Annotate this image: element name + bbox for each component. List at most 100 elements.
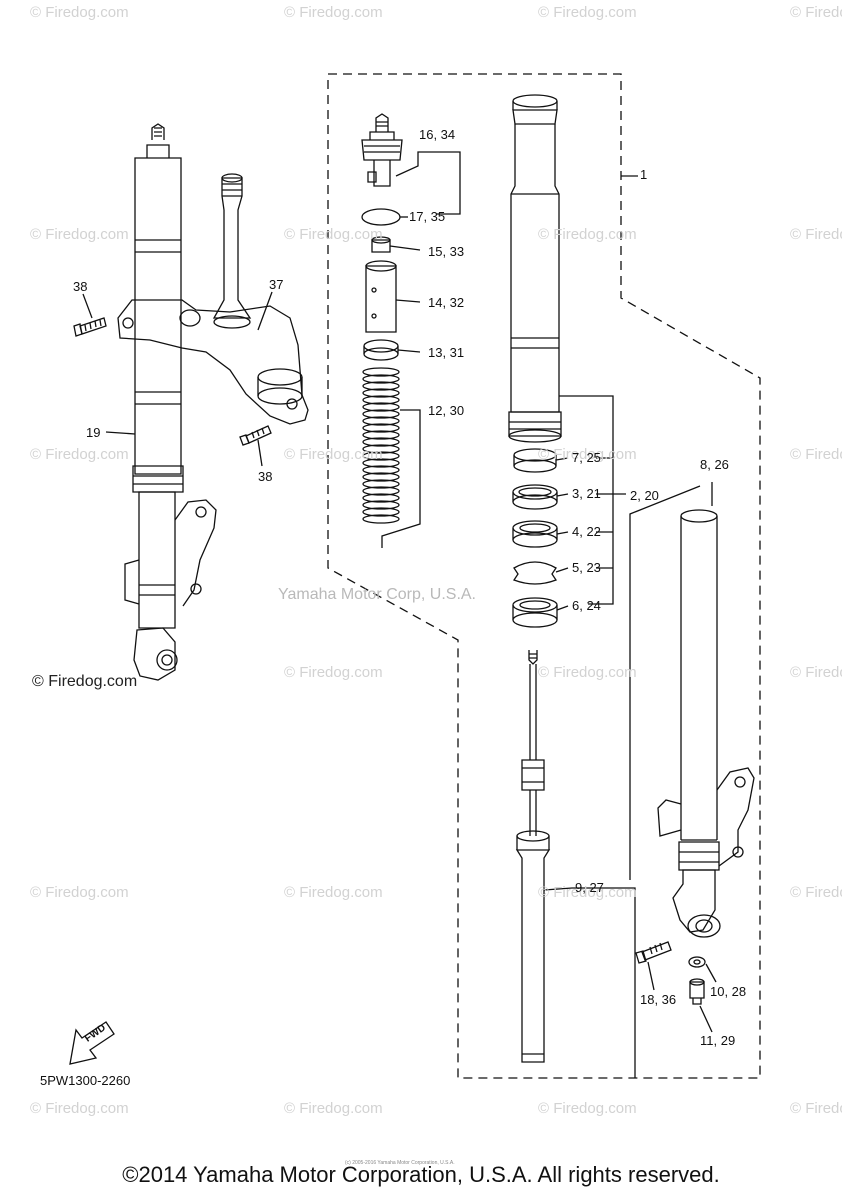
callout-15-33: 15, 33 bbox=[428, 244, 465, 259]
callout-19: 19 bbox=[86, 425, 101, 440]
spring-coil bbox=[362, 367, 400, 377]
bolt-38-upper bbox=[73, 317, 107, 337]
spring-coil bbox=[362, 500, 400, 510]
leader-5-23 bbox=[555, 567, 613, 573]
nut-15-33 bbox=[371, 236, 391, 253]
outer-tube-1 bbox=[508, 94, 562, 443]
callout-9-27: 9, 27 bbox=[575, 880, 604, 895]
watermark: © Firedog.com bbox=[284, 226, 383, 243]
diagram-part-code: 5PW1300-2260 bbox=[40, 1073, 131, 1088]
callout-10-28: 10, 28 bbox=[710, 984, 747, 999]
watermark: © Firedog.com bbox=[30, 884, 129, 901]
leader-15-33 bbox=[389, 245, 421, 251]
watermark: © Firedog.com bbox=[538, 4, 637, 21]
callout-2-20: 2, 20 bbox=[630, 488, 659, 503]
watermark: © Firedog.com bbox=[790, 226, 842, 243]
spring-coil bbox=[362, 381, 400, 391]
tiny-copyright: (c) 2005-2016 Yamaha Motor Corporation, … bbox=[345, 1160, 455, 1166]
watermark: © Firedog.com bbox=[538, 884, 637, 901]
callout-37: 37 bbox=[269, 277, 284, 292]
spring-coil bbox=[362, 388, 400, 398]
copyright-footer: ©2014 Yamaha Motor Corporation, U.S.A. A… bbox=[122, 1162, 720, 1187]
leader-12-30 bbox=[381, 409, 421, 548]
leader-4-22 bbox=[556, 531, 613, 535]
leader-8-26-box bbox=[629, 485, 701, 880]
callout-18-36: 18, 36 bbox=[640, 992, 677, 1007]
watermark: © Firedog.com bbox=[538, 664, 637, 681]
watermark: © Firedog.com bbox=[790, 4, 842, 21]
watermark: © Firedog.com bbox=[284, 1100, 383, 1117]
leader-2-20 bbox=[559, 395, 614, 605]
leader-13-31 bbox=[397, 349, 421, 353]
washer-4-22 bbox=[512, 520, 558, 548]
leader-18-36 bbox=[647, 961, 655, 991]
leader-38-upper bbox=[82, 293, 93, 319]
watermark: © Firedog.com bbox=[30, 1100, 129, 1117]
leader-11-29 bbox=[699, 1005, 713, 1033]
leader-6-24 bbox=[556, 605, 569, 611]
spring-coil bbox=[362, 416, 400, 426]
spring-coil bbox=[362, 374, 400, 384]
bushing-7-25 bbox=[513, 448, 557, 473]
leader-16-34 bbox=[395, 151, 461, 215]
fwd-arrow bbox=[69, 1021, 115, 1065]
spring-coil bbox=[362, 479, 400, 489]
callout-12-30: 12, 30 bbox=[428, 403, 465, 418]
watermark: © Firedog.com bbox=[790, 446, 842, 463]
callout-5-23: 5, 23 bbox=[572, 560, 601, 575]
callout-7-25: 7, 25 bbox=[572, 450, 601, 465]
leader-19 bbox=[105, 431, 136, 435]
drain-bolt-11-29 bbox=[689, 978, 705, 1005]
exploded-group-outline bbox=[327, 73, 761, 1079]
spring-coil bbox=[362, 444, 400, 454]
watermark: © Firedog.com bbox=[790, 884, 842, 901]
callout-14-32: 14, 32 bbox=[428, 295, 465, 310]
watermark: © Firedog.com bbox=[284, 4, 383, 21]
callout-17-35: 17, 35 bbox=[409, 209, 446, 224]
spring-coil bbox=[362, 451, 400, 461]
spring-coil bbox=[362, 507, 400, 517]
callout-1: 1 bbox=[640, 167, 648, 182]
spring-coil bbox=[362, 486, 400, 496]
watermark: © Firedog.com bbox=[30, 446, 129, 463]
spring-coil bbox=[362, 402, 400, 412]
leader-10-28 bbox=[705, 963, 717, 983]
washer-13-31 bbox=[363, 339, 399, 361]
callout-8-26: 8, 26 bbox=[700, 457, 729, 472]
watermark: © Firedog.com bbox=[790, 1100, 842, 1117]
callout-16-34: 16, 34 bbox=[419, 127, 456, 142]
spring-coil bbox=[362, 458, 400, 468]
callout-4-22: 4, 22 bbox=[572, 524, 601, 539]
center-watermark: Yamaha Motor Corp, U.S.A. bbox=[278, 586, 476, 603]
leader-7-25 bbox=[555, 457, 613, 461]
leader-9-27 bbox=[543, 887, 636, 1078]
damper-rod-9-27 bbox=[515, 650, 551, 1063]
callout-13-31: 13, 31 bbox=[428, 345, 465, 360]
spring-12-30 bbox=[362, 367, 400, 524]
spring-coil bbox=[362, 409, 400, 419]
spring-coil bbox=[362, 465, 400, 475]
callout-6-24: 6, 24 bbox=[572, 598, 601, 613]
leader-3-21 bbox=[556, 493, 626, 497]
spring-coil bbox=[362, 395, 400, 405]
callout-38-lower: 38 bbox=[258, 469, 273, 484]
spring-coil bbox=[362, 430, 400, 440]
callout-38-upper: 38 bbox=[73, 279, 88, 294]
callout-11-29: 11, 29 bbox=[700, 1033, 736, 1048]
bolt-18-36 bbox=[635, 941, 672, 964]
inner-tube-8-26 bbox=[657, 509, 755, 938]
spring-coil bbox=[362, 437, 400, 447]
cap-bolt-16-34 bbox=[361, 113, 403, 187]
watermark: © Firedog.com bbox=[284, 884, 383, 901]
spacer-14-32 bbox=[365, 260, 397, 333]
assembled-fork-left bbox=[117, 123, 309, 681]
watermark: © Firedog.com bbox=[30, 226, 129, 243]
watermark: © Firedog.com bbox=[284, 664, 383, 681]
bolt-38-lower bbox=[239, 425, 272, 446]
clip-5-23 bbox=[513, 561, 557, 585]
o-ring-17-35 bbox=[361, 208, 401, 226]
spring-coil bbox=[362, 423, 400, 433]
spring-coil bbox=[362, 472, 400, 482]
